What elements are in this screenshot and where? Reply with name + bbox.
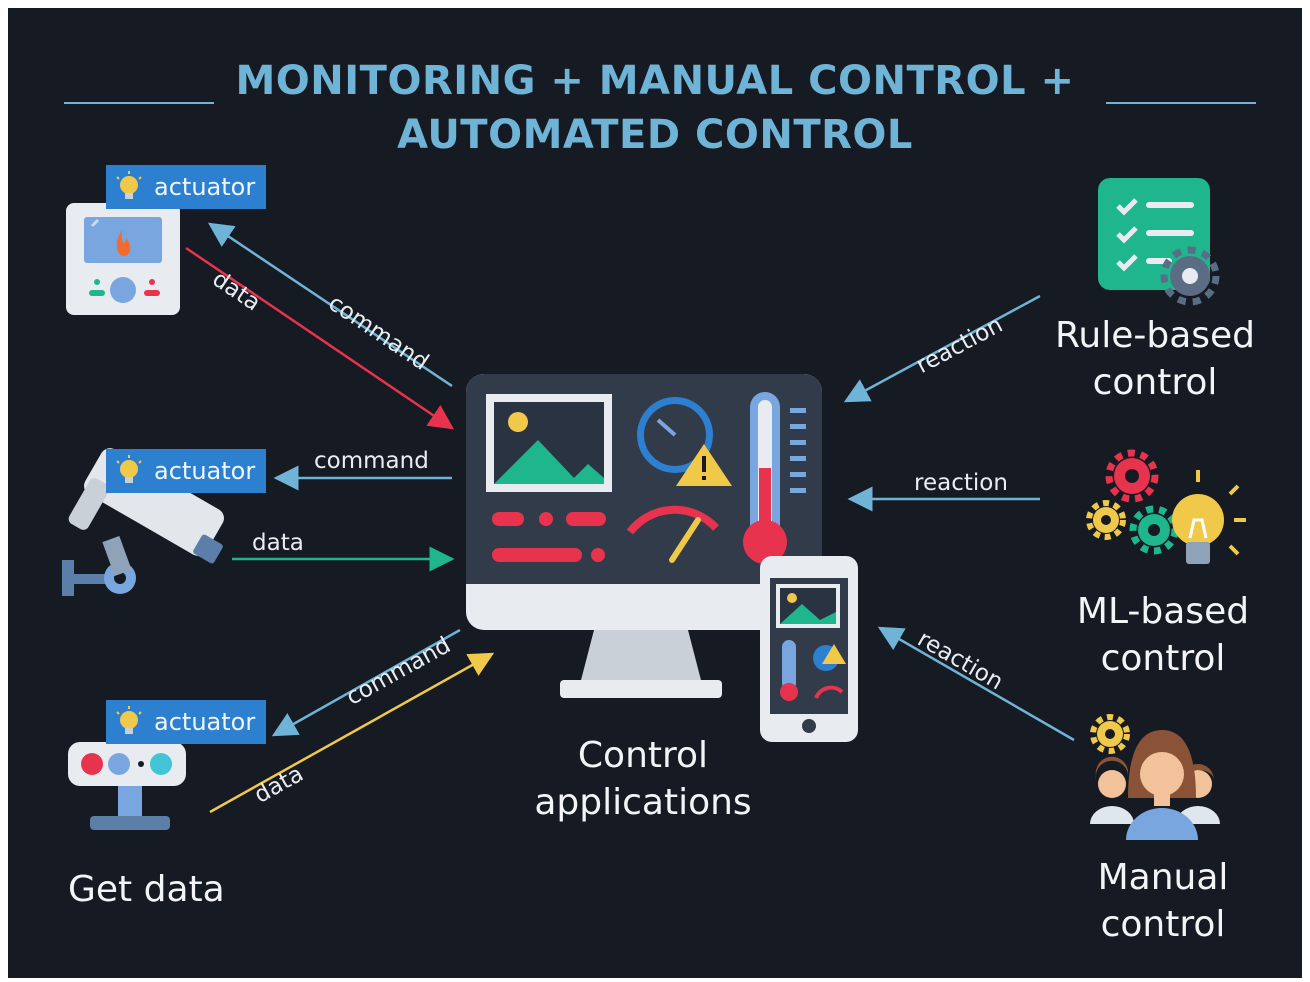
caption-line-1: ML-based [1076, 591, 1250, 632]
reaction-arrow-manual [877, 626, 1075, 742]
thermostat-panel-icon [66, 203, 180, 315]
caption-line-2: control [1100, 904, 1226, 945]
smartphone-dashboard-icon [760, 556, 858, 742]
caption-line-2: control [1100, 638, 1226, 679]
sensor-device-icon [68, 742, 186, 830]
lightbulb-icon [116, 171, 142, 199]
title-line-2: AUTOMATED CONTROL [397, 112, 913, 158]
actuator-label-2: actuator [154, 457, 256, 485]
actuator-tag-2: actuator [106, 449, 266, 493]
title-rule-right [1106, 102, 1256, 104]
control-applications-caption: Control applications [508, 732, 778, 826]
title-rule-left [64, 102, 214, 104]
people-gear-icon [1090, 714, 1220, 840]
manual-control-caption: Manual control [1058, 854, 1268, 948]
checklist-gear-icon [1098, 178, 1220, 306]
command-arrow-1 [207, 222, 453, 388]
diagram-graphics [62, 178, 1246, 840]
caption-line-1: Control [577, 735, 709, 776]
command-arrow-3 [271, 628, 461, 737]
caption-line-2: applications [534, 782, 752, 823]
title-line-1: MONITORING + MANUAL CONTROL + [235, 58, 1075, 104]
monitor-dashboard-icon [466, 374, 822, 698]
ml-based-control-caption: ML-based control [1058, 588, 1268, 682]
data-arrow-3 [209, 652, 495, 814]
gears-lightbulb-icon [1086, 449, 1246, 564]
actuator-tag-3: actuator [106, 700, 266, 744]
rule-based-control-caption: Rule-based control [1050, 312, 1260, 406]
data-label-2: data [252, 530, 304, 556]
actuator-label-3: actuator [154, 708, 256, 736]
lightbulb-icon [116, 706, 142, 734]
diagram-canvas: MONITORING + MANUAL CONTROL + AUTOMATED … [8, 8, 1302, 978]
caption-line-1: Manual [1097, 857, 1229, 898]
actuator-label-1: actuator [154, 173, 256, 201]
data-arrow-1 [185, 246, 455, 430]
command-label-2: command [314, 448, 429, 474]
get-data-caption: Get data [68, 869, 225, 910]
lightbulb-icon [116, 455, 142, 483]
caption-line-2: control [1092, 362, 1218, 403]
caption-line-1: Rule-based [1054, 315, 1256, 356]
reaction-arrow-rule [843, 294, 1041, 403]
reaction-label-ml: reaction [914, 470, 1008, 496]
actuator-tag-1: actuator [106, 165, 266, 209]
